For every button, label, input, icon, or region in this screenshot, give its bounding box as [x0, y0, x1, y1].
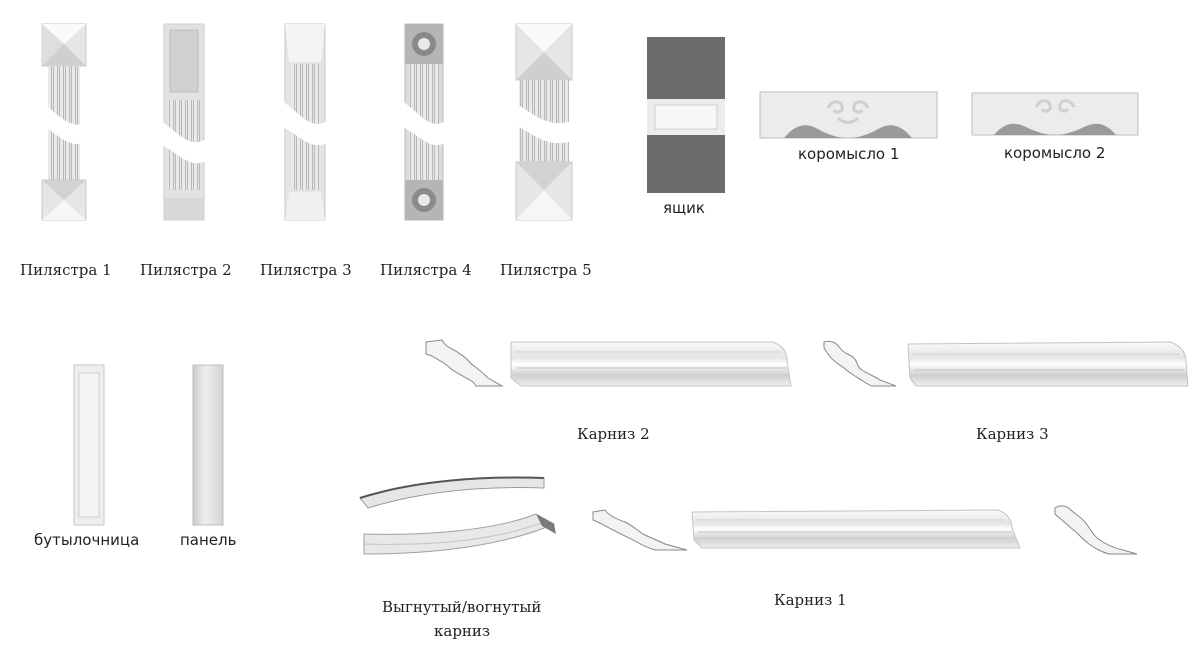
- rocker-2-image: [971, 92, 1139, 137]
- pilaster-3-label: Пилястра 3: [260, 261, 352, 279]
- cornice-1-profile-left: [591, 508, 689, 552]
- pilaster-2-label: Пилястра 2: [140, 261, 232, 279]
- panel-image: [192, 364, 224, 526]
- pilaster-3: [281, 22, 331, 222]
- cornice-1-profile-right: [1053, 502, 1139, 556]
- curved-cornice-label-line1: Выгнутый/вогнутый: [382, 598, 542, 616]
- curved-cornice-image: [356, 474, 562, 560]
- pilaster-5: [513, 22, 575, 222]
- bottle-holder-image: [73, 364, 105, 526]
- panel-label: панель: [180, 531, 237, 549]
- drawer-image: [647, 37, 725, 193]
- rocker-2-label: коромысло 2: [1004, 144, 1106, 162]
- cornice-2-profile: [424, 338, 504, 388]
- bottle-holder-label: бутылочница: [34, 531, 140, 549]
- pilaster-1-label: Пилястра 1: [20, 261, 112, 279]
- rocker-1-image: [759, 91, 938, 140]
- cornice-3-profile: [822, 338, 898, 388]
- rocker-1-label: коромысло 1: [798, 145, 900, 163]
- pilaster-4: [401, 22, 449, 222]
- cornice-3-molding: [907, 338, 1190, 388]
- cornice-2-label: Карниз 2: [577, 425, 650, 443]
- cornice-2-molding: [510, 338, 793, 388]
- pilaster-1: [38, 22, 90, 222]
- pilaster-5-label: Пилястра 5: [500, 261, 592, 279]
- cornice-3-label: Карниз 3: [976, 425, 1049, 443]
- cornice-1-label: Карниз 1: [774, 591, 847, 609]
- pilaster-2: [160, 22, 210, 222]
- drawer-label: ящик: [663, 199, 705, 217]
- pilaster-4-label: Пилястра 4: [380, 261, 472, 279]
- cornice-1-molding: [691, 508, 1022, 550]
- curved-cornice-label-line2: карниз: [434, 622, 491, 640]
